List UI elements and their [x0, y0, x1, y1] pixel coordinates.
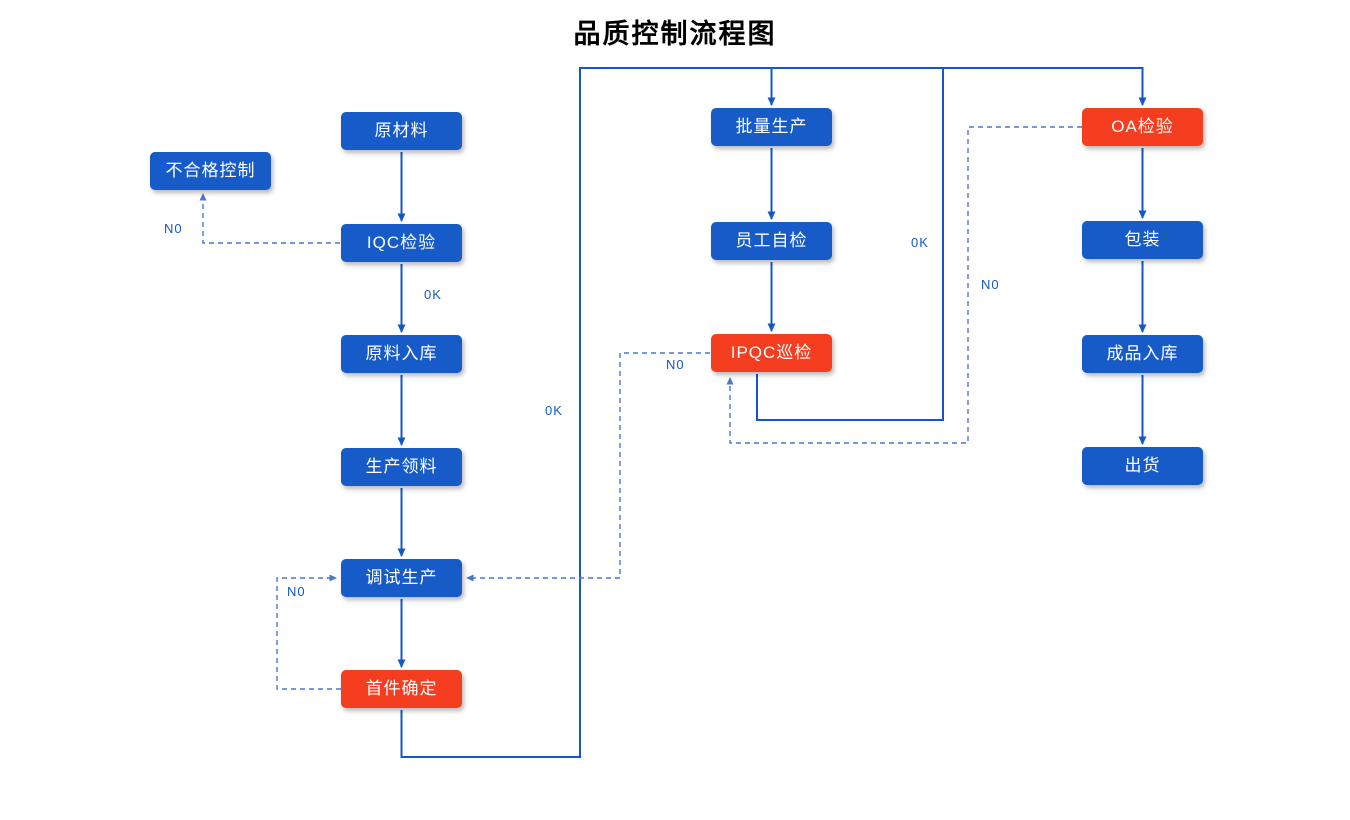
edge-label-first-article-no: N0	[287, 584, 306, 599]
edge-label-ipqc-ok: 0K	[911, 235, 929, 250]
node-ipqc-inspection: IPQC巡检	[711, 334, 832, 372]
edge-first-article-to-trial-redo	[276, 574, 341, 690]
edge-ipqc-to-trial-redo	[466, 352, 710, 582]
edge-oa-to-ipqc-redo	[726, 126, 1082, 444]
solid-edges	[397, 67, 1147, 758]
node-packaging: 包装	[1082, 221, 1203, 259]
node-employee-self-check: 员工自检	[711, 222, 832, 260]
node-trial-production: 调试生产	[341, 559, 462, 597]
dashed-edges	[199, 126, 1082, 690]
node-finished-goods-storage: 成品入库	[1082, 335, 1203, 373]
edge-ipqc-to-oa-inspection	[756, 67, 1147, 421]
node-nonconforming-control: 不合格控制	[150, 152, 271, 190]
node-production-picking: 生产领料	[341, 448, 462, 486]
node-raw-material-storage: 原料入库	[341, 335, 462, 373]
edge-label-oa-no: N0	[981, 277, 1000, 292]
edge-first-article-to-batch-production	[400, 67, 776, 758]
node-iqc-inspection: IQC检验	[341, 224, 462, 262]
edge-label-ipqc-no: N0	[666, 357, 685, 372]
node-batch-production: 批量生产	[711, 108, 832, 146]
edge-iqc-to-nonconforming-control	[199, 193, 340, 244]
node-raw-material: 原材料	[341, 112, 462, 150]
node-first-article-confirm: 首件确定	[341, 670, 462, 708]
edge-label-iqc-no: N0	[164, 221, 183, 236]
edge-label-iqc-ok: 0K	[424, 287, 442, 302]
edge-label-first-article-ok: 0K	[545, 403, 563, 418]
diagram-title: 品质控制流程图	[573, 19, 777, 50]
node-oa-inspection: OA检验	[1082, 108, 1203, 146]
node-shipping: 出货	[1082, 447, 1203, 485]
